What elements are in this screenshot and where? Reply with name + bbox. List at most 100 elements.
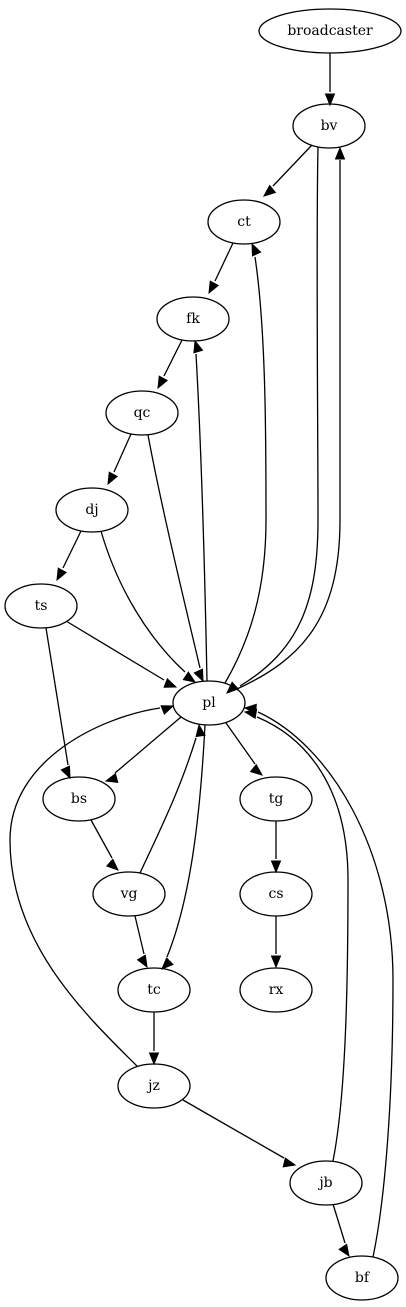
edge-pl-to-bv [236, 146, 346, 690]
edge-line [9, 707, 161, 1067]
edge-ts-to-pl [65, 620, 178, 688]
edge-qc-to-pl [147, 434, 204, 683]
node-label: dj [85, 502, 98, 518]
node-label: rx [269, 982, 284, 998]
node-ct[interactable]: ct [207, 199, 281, 245]
arrowhead-icon [136, 954, 148, 969]
nodes-layer: broadcaster bv ct fk qc dj ts pl bs tg vg cs tc rx jz j… [4, 8, 402, 1301]
node-bv[interactable]: bv [292, 103, 366, 149]
node-bf[interactable]: bf [325, 1255, 399, 1301]
node-vg[interactable]: vg [92, 871, 166, 917]
node-label: bv [321, 118, 338, 134]
edge-ct-to-fk [208, 242, 234, 295]
arrowhead-icon [324, 93, 336, 107]
node-jb[interactable]: jb [289, 1160, 363, 1206]
arrowhead-icon [262, 184, 277, 197]
arrowhead-icon [251, 242, 262, 257]
edge-line [225, 722, 256, 765]
arrowhead-icon [161, 957, 174, 970]
edge-line [182, 1099, 285, 1159]
edge-pl-to-bs [104, 716, 182, 784]
node-ellipse [239, 871, 313, 917]
node-bs[interactable]: bs [42, 776, 116, 822]
edge-bf-to-pl [243, 703, 394, 1258]
edges-layer [9, 53, 394, 1258]
node-ellipse [239, 776, 313, 822]
node-ellipse [117, 967, 191, 1013]
arrowhead-icon [107, 471, 119, 486]
node-label: broadcaster [287, 23, 373, 39]
edge-line [272, 144, 313, 187]
edge-pl-to-tg [225, 722, 264, 776]
node-label: qc [134, 405, 151, 421]
node-label: ct [237, 214, 251, 230]
edge-jz-to-pl [9, 705, 175, 1067]
node-ellipse [156, 296, 230, 342]
arrowhead-icon [148, 1052, 160, 1066]
edge-jz-to-jb [182, 1099, 297, 1168]
node-ellipse [105, 390, 179, 436]
arrowhead-icon [208, 280, 220, 295]
arrowhead-icon [160, 705, 175, 716]
edge-line [236, 160, 341, 690]
node-tg[interactable]: tg [239, 776, 313, 822]
node-ellipse [289, 1160, 363, 1206]
edge-bv-to-pl [226, 146, 319, 694]
arrowhead-icon [282, 1157, 297, 1168]
edge-line [332, 1203, 346, 1244]
node-ellipse [42, 776, 116, 822]
edge-line [113, 433, 132, 473]
node-ellipse [172, 680, 246, 726]
edge-bv-to-ct [262, 144, 313, 197]
node-label: pl [202, 695, 216, 711]
node-ellipse [292, 103, 366, 149]
node-label: ts [35, 598, 48, 614]
node-label: bs [71, 791, 87, 807]
edge-vg-to-tc [134, 915, 148, 969]
edge-tc-to-jz [148, 1012, 160, 1066]
node-ellipse [258, 8, 402, 54]
arrowhead-icon [193, 339, 204, 354]
node-qc[interactable]: qc [105, 390, 179, 436]
node-ellipse [239, 967, 313, 1013]
node-ts[interactable]: ts [4, 583, 78, 629]
node-ellipse [325, 1255, 399, 1301]
arrowhead-icon [105, 858, 119, 871]
edge-pl-to-tc [161, 724, 206, 970]
edge-qc-to-dj [107, 433, 132, 486]
node-ellipse [117, 1063, 191, 1109]
arrowhead-icon [195, 723, 206, 738]
node-fk[interactable]: fk [156, 296, 230, 342]
edge-line [90, 819, 113, 859]
edge-jb-to-bf [332, 1203, 350, 1258]
node-label: cs [268, 886, 283, 902]
edge-line [134, 915, 145, 955]
arrowhead-icon [193, 668, 204, 683]
node-label: vg [120, 886, 138, 902]
node-rx[interactable]: rx [239, 967, 313, 1013]
node-dj[interactable]: dj [55, 487, 129, 533]
node-label: bf [355, 1270, 371, 1286]
edge-dj-to-pl [100, 530, 197, 683]
edge-line [163, 339, 183, 377]
node-label: jb [317, 1175, 332, 1191]
node-ellipse [207, 199, 281, 245]
node-ellipse [55, 487, 129, 533]
edge-line [195, 353, 208, 682]
node-label: fk [186, 311, 200, 327]
node-tc[interactable]: tc [117, 967, 191, 1013]
edge-line [45, 627, 69, 766]
arrowhead-icon [338, 1243, 350, 1258]
arrowhead-icon [157, 375, 169, 390]
node-cs[interactable]: cs [239, 871, 313, 917]
node-pl[interactable]: pl [172, 680, 246, 726]
node-broadcaster[interactable]: broadcaster [258, 8, 402, 54]
edge-line [257, 711, 394, 1258]
node-jz[interactable]: jz [117, 1063, 191, 1109]
edge-cs-to-rx [270, 916, 282, 969]
edge-dj-to-ts [56, 530, 82, 582]
edge-line [65, 620, 165, 681]
arrowhead-icon [334, 146, 346, 160]
edge-line [114, 716, 182, 774]
